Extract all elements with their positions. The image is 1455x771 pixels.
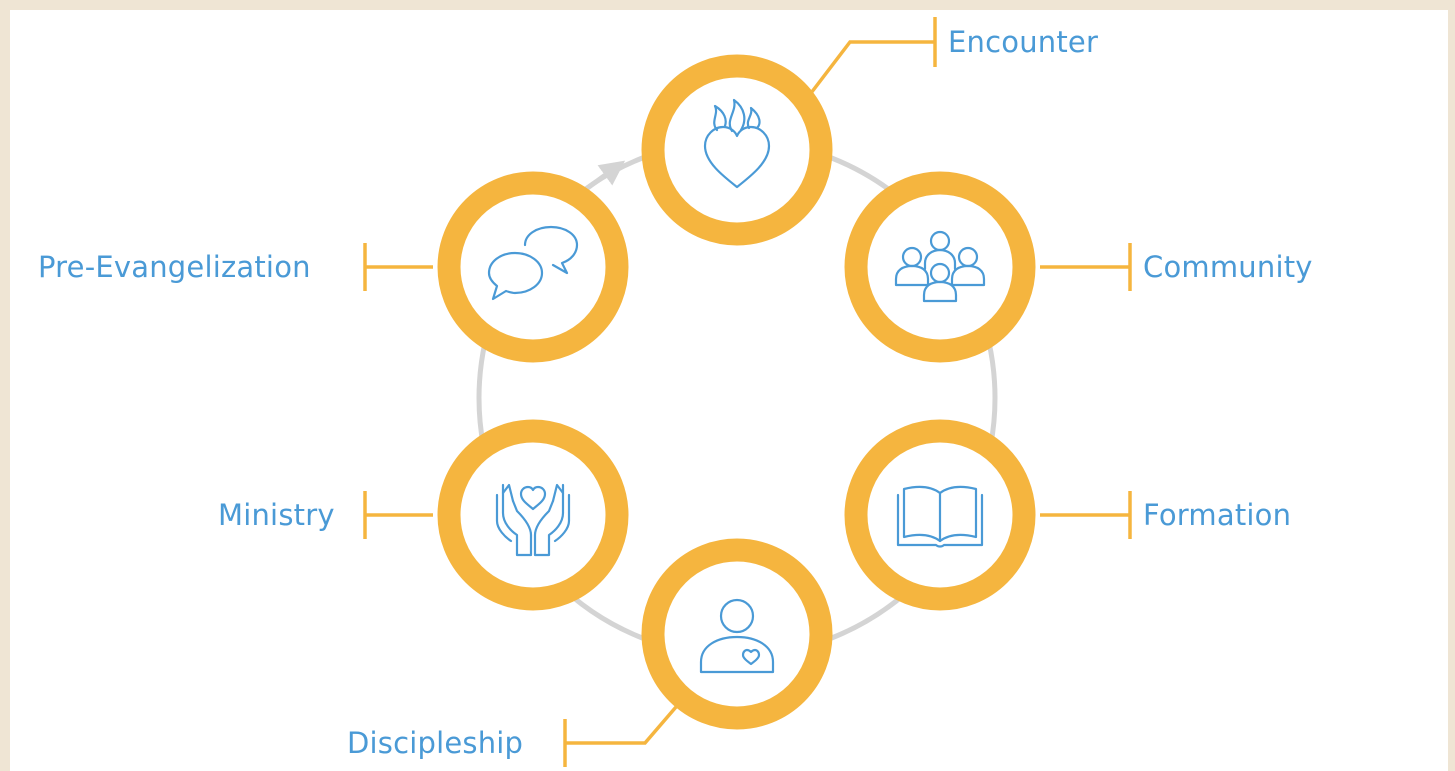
connector-discipleship (565, 698, 684, 745)
people-group-icon (894, 230, 986, 303)
cycle-arrow (580, 160, 626, 195)
stage-label-pre-evangelization: Pre-Evangelization (38, 250, 311, 284)
ring-ministry (437, 419, 629, 611)
stage-label-community: Community (1143, 250, 1313, 284)
open-book-icon (896, 485, 984, 548)
hands-heart-icon (495, 483, 571, 557)
ring-discipleship (641, 538, 833, 730)
stage-label-discipleship: Discipleship (347, 726, 524, 760)
diagram-panel: Encounter Pre-Evangelization Community M… (10, 10, 1448, 771)
ring-pre-evangelization (437, 171, 629, 363)
flaming-heart-icon (703, 98, 771, 189)
stage-label-encounter: Encounter (948, 25, 1099, 59)
ring-community (844, 171, 1036, 363)
stage-label-formation: Formation (1143, 498, 1292, 532)
connectors (363, 17, 1132, 767)
stage-rings (437, 54, 1036, 730)
person-heart-icon (699, 598, 775, 674)
connector-encounter (806, 40, 935, 99)
discipleship-cycle-diagram (363, 17, 1132, 767)
stage-label-ministry: Ministry (218, 498, 335, 532)
speech-bubbles-icon (487, 225, 579, 301)
ring-encounter (641, 54, 833, 246)
